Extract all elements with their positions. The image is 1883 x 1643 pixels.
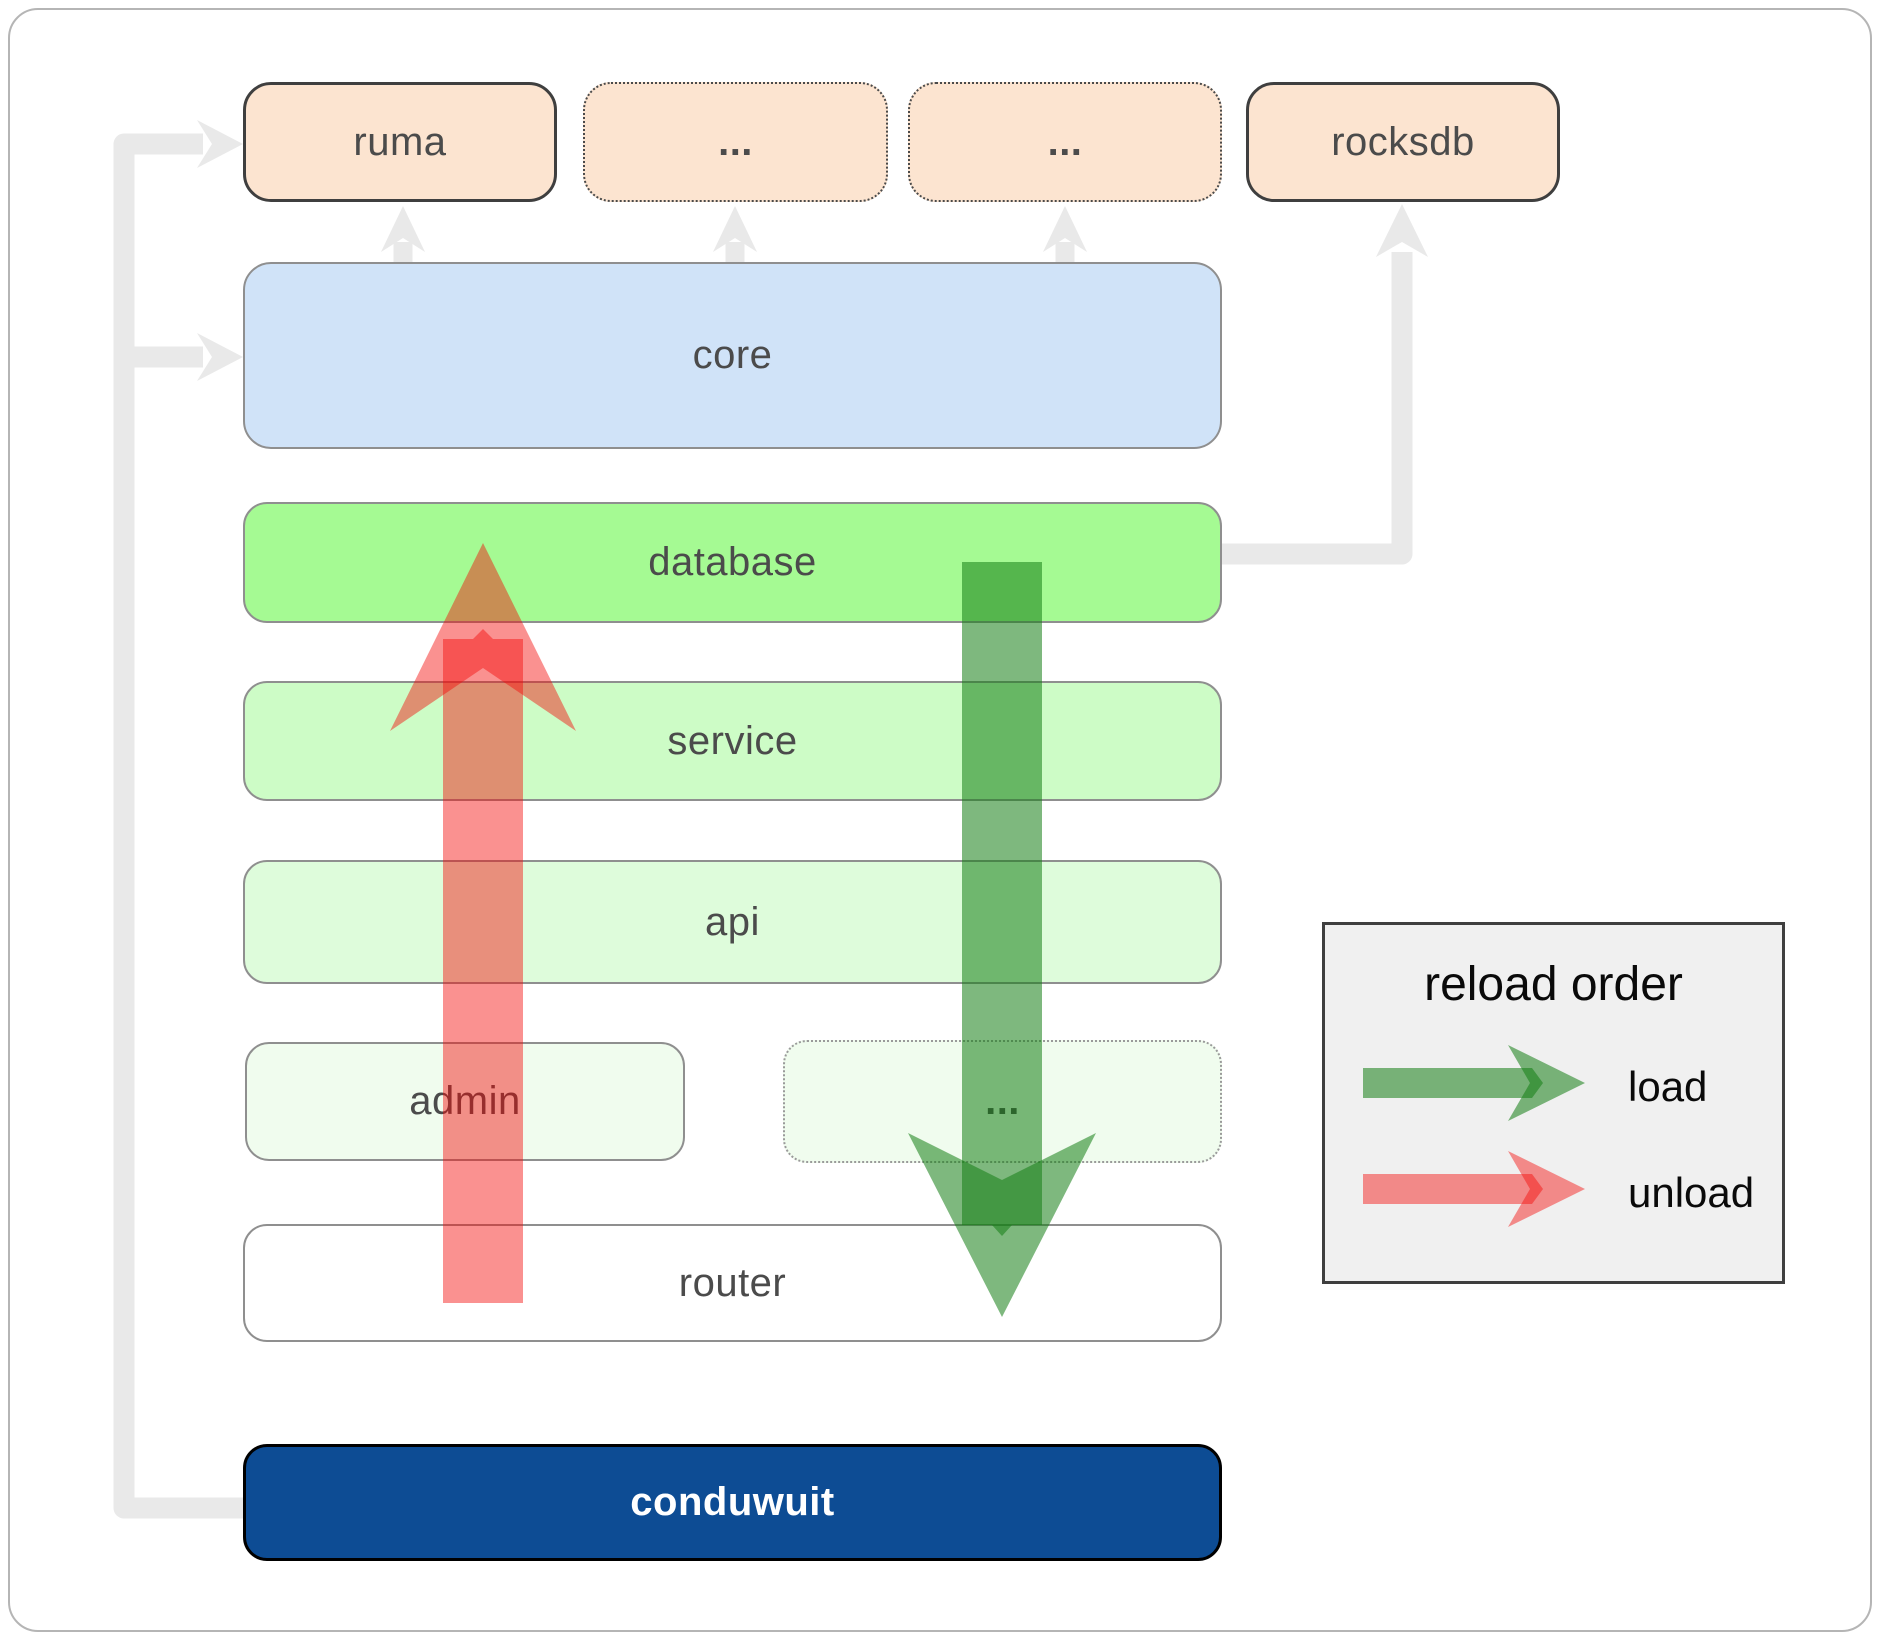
legend-load-label: load <box>1628 1063 1708 1110</box>
node-database-label: database <box>648 540 817 584</box>
legend-title: reload order <box>1424 958 1683 1011</box>
node-admin-label: admin <box>409 1079 521 1123</box>
node-conduwuit-label: conduwuit <box>630 1480 835 1524</box>
node-api-label: api <box>705 899 760 944</box>
node-rocksdb-label: rocksdb <box>1331 119 1475 164</box>
legend-unload-label: unload <box>1628 1169 1755 1216</box>
node-ruma: ruma <box>243 82 557 202</box>
node-database: database <box>243 502 1222 623</box>
node-core-label: core <box>692 333 773 377</box>
node-router-label: router <box>678 1260 787 1305</box>
node-service-label: service <box>667 718 798 763</box>
node-router: router <box>243 1224 1222 1342</box>
node-ellipsis-2-label: ... <box>1047 119 1083 164</box>
node-ellipsis-3: ... <box>783 1040 1222 1163</box>
node-ellipsis-1: ... <box>583 82 888 202</box>
node-ellipsis-3-label: ... <box>985 1079 1020 1123</box>
node-ruma-label: ruma <box>353 119 447 164</box>
node-ellipsis-2: ... <box>908 82 1222 202</box>
node-conduwuit: conduwuit <box>243 1444 1222 1561</box>
node-admin: admin <box>245 1042 685 1161</box>
node-service: service <box>243 681 1222 801</box>
diagram-outer-frame <box>8 8 1872 1632</box>
node-ellipsis-1-label: ... <box>718 119 753 164</box>
node-rocksdb: rocksdb <box>1246 82 1560 202</box>
legend-reload-order: reload order load unload <box>1322 922 1785 1284</box>
node-core: core <box>243 262 1222 449</box>
node-api: api <box>243 860 1222 984</box>
